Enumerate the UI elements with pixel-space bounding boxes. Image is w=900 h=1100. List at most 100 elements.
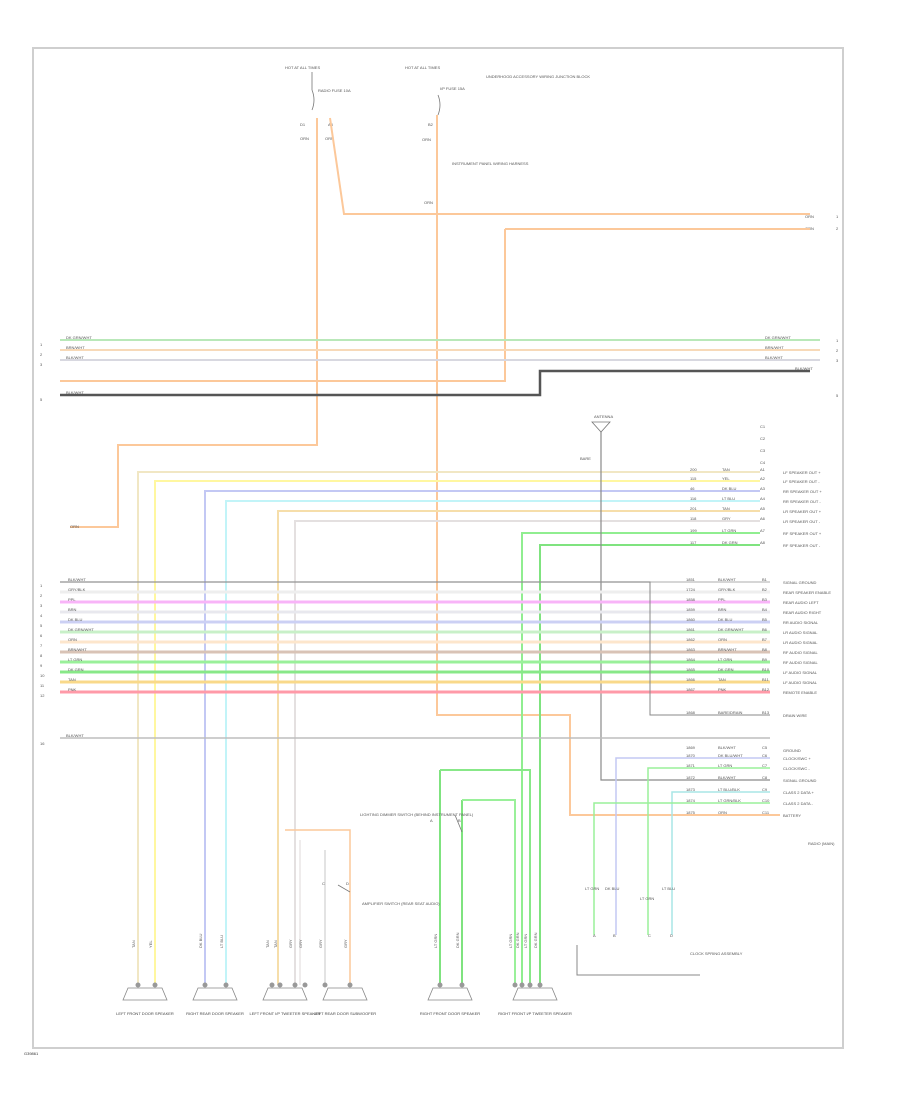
- harness-pin-right-9: B9: [762, 657, 768, 662]
- lower-right-pin-3: C7: [762, 763, 768, 768]
- speaker-wire-color-7: LT GRN: [722, 528, 736, 533]
- bus-pin-right-1: 1: [836, 338, 839, 343]
- harness-wire-color-7: ORN: [718, 637, 727, 642]
- bus-pin-right-5: 5: [836, 393, 839, 398]
- speaker-pin-4: A4: [760, 496, 766, 501]
- wire-left-orn-bus: [60, 229, 506, 382]
- wires-layer: [60, 115, 820, 985]
- clock-spring-wire-c-path: [647, 767, 770, 935]
- harness-desc-2: REAR SPEAKER ENABLE: [783, 590, 831, 595]
- harness-desc-1: SIGNAL GROUND: [783, 580, 817, 585]
- fuse-1-wire-a: ORN: [300, 136, 309, 141]
- speaker-terminal: [519, 982, 525, 988]
- harness-circuit-7: 1862: [686, 637, 696, 642]
- fuse-2-wire: ORN: [422, 137, 431, 142]
- bus-label-right-3: BLK/WHT: [765, 355, 783, 360]
- harness-label-left-12: PNK: [68, 687, 77, 692]
- fuse-1-name: RADIO FUSE 10A: [318, 88, 351, 93]
- amp-switch-label: AMPLIFIER SWITCH (REAR SEAT AUDIO): [362, 901, 440, 906]
- lower-left-pin: 16: [40, 741, 45, 746]
- speaker-pin-1: A1: [760, 467, 766, 472]
- speaker-pin-5: A5: [760, 506, 766, 511]
- dimmer-switch-icon: [454, 814, 463, 833]
- speaker-terminal: [269, 982, 275, 988]
- speaker-terminal: [347, 982, 353, 988]
- dimmer-switch: LIGHTING DIMMER SWITCH (BEHIND INSTRUMEN…: [360, 812, 474, 833]
- harness-desc-4: REAR AUDIO RIGHT: [783, 610, 822, 615]
- speaker-circuit-5: 201: [690, 506, 697, 511]
- footer-code: G39861: [24, 1051, 39, 1056]
- lower-right-desc-7: BATTERY: [783, 813, 801, 818]
- harness-wire-color-10: DK GRN: [718, 667, 734, 672]
- speaker-label: LEFT FRONT DOOR SPEAKER: [116, 1011, 174, 1016]
- bus-pin-left-1: 1: [40, 342, 43, 347]
- clock-spring: CLOCK SPRING ASSEMBLY A B C D LT GRN DK …: [576, 886, 743, 976]
- speaker-wire-label: GRY: [298, 939, 303, 948]
- bus-label-right-2: BRN/WHT: [765, 345, 784, 350]
- harness-label-left-5: DK BLU: [68, 617, 83, 622]
- speaker-output-wire-8: [539, 544, 760, 985]
- speaker-desc-2: LF SPEAKER OUT -: [783, 479, 820, 484]
- fuse-2-note: UNDERHOOD ACCESSORY WIRING JUNCTION BLOC…: [486, 74, 590, 79]
- speaker-label: LEFT FRONT I/P TWEETER SPEAKER: [249, 1011, 320, 1016]
- speaker-terminal: [302, 982, 308, 988]
- lower-right-desc-1: GROUND: [783, 748, 801, 753]
- bus-pin-right-2: 2: [836, 348, 839, 353]
- speaker-wire-color-3: DK BLU: [722, 486, 737, 491]
- harness-circuit-1: 1851: [686, 577, 696, 582]
- harness-label-left-6: DK GRN/WHT: [68, 627, 94, 632]
- clock-spring-wire-a-path: [593, 802, 770, 935]
- harness-circuit-6: 1861: [686, 627, 696, 632]
- lower-right-pin-1: C5: [762, 745, 768, 750]
- dimmer-pin-b: B: [458, 818, 461, 823]
- bus-label-left-5: BLK/WHT: [66, 390, 84, 395]
- bus-label-left-1: DK GRN/WHT: [66, 335, 92, 340]
- harness-pin-right-4: B4: [762, 607, 768, 612]
- rf-tweeter-wire-4: [440, 769, 531, 985]
- harness-desc-10: LF AUDIO SIGNAL: [783, 670, 818, 675]
- harness-pin-left-11: 11: [40, 683, 45, 688]
- harness-pin-right-1: B1: [762, 577, 768, 582]
- speaker-terminal: [223, 982, 229, 988]
- clock-spring-wire-d: LT BLU: [662, 886, 675, 891]
- speaker-terminal: [135, 982, 141, 988]
- right-top-pin-1: 1: [836, 214, 839, 219]
- lower-right-wire-1: BLK/WHT: [718, 745, 736, 750]
- amp-pin-d: D: [346, 881, 349, 886]
- radio-pin-c3: C3: [760, 448, 766, 453]
- harness-pin-left-5: 5: [40, 623, 43, 628]
- speaker-wire-label: DK BLU: [198, 933, 203, 948]
- diagram-frame: [32, 47, 844, 1049]
- dimmer-pin-a: A: [430, 818, 433, 823]
- clock-spring-wire-a: LT GRN: [585, 886, 599, 891]
- speaker-label: RIGHT FRONT DOOR SPEAKER: [420, 1011, 480, 1016]
- speaker-output-wire-1: [137, 471, 760, 985]
- speaker-desc-1: LF SPEAKER OUT +: [783, 470, 821, 475]
- bus-label-left-3: BLK/WHT: [66, 355, 84, 360]
- harness-label-left-11: TAN: [68, 677, 76, 682]
- harness-pin-left-9: 9: [40, 663, 43, 668]
- speaker-label: RIGHT FRONT I/P TWEETER SPEAKER: [498, 1011, 572, 1016]
- harness-pin-left-7: 7: [40, 643, 43, 648]
- harness-pin-right-11: B11: [762, 677, 770, 682]
- fuse-2-symbol-icon: [437, 94, 441, 116]
- lower-right-circuit-7: 1875: [686, 810, 696, 815]
- antenna-lead: [600, 432, 770, 781]
- speaker-output-wire-5: [277, 510, 760, 985]
- lower-right-circuit-2: 1870: [686, 753, 696, 758]
- speaker-wire-label: DK GRN: [533, 932, 538, 948]
- speaker-wire-color-4: LT BLU: [722, 496, 735, 501]
- rf-tweeter-wire-3: [462, 799, 516, 985]
- speaker-label: LEFT REAR DOOR SUBWOOFER: [314, 1011, 376, 1016]
- speaker-desc-4: RR SPEAKER OUT -: [783, 499, 821, 504]
- harness-pin-right-5: B5: [762, 617, 768, 622]
- speaker-wire-label: TAN: [265, 940, 270, 948]
- harness-pin-right-8: B8: [762, 647, 768, 652]
- lower-right-desc-5: CLASS 2 DATA +: [783, 790, 815, 795]
- clock-spring-wire-d-path: [671, 791, 770, 935]
- harness-wire-color-9: LT GRN: [718, 657, 732, 662]
